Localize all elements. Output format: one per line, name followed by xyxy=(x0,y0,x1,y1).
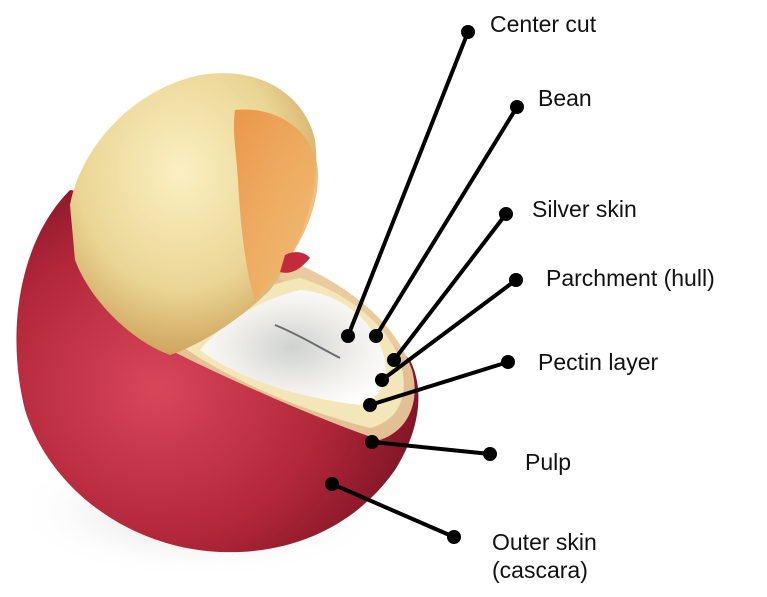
dot-parchment-end xyxy=(509,273,523,287)
dot-parchment-start xyxy=(375,373,389,387)
label-pectin-layer: Pectin layer xyxy=(538,348,658,376)
dot-silver-skin-start xyxy=(387,353,401,367)
leader-center-cut xyxy=(348,32,468,336)
dot-pectin-end xyxy=(501,355,515,369)
label-silver-skin: Silver skin xyxy=(532,195,637,223)
label-center-cut: Center cut xyxy=(490,10,596,38)
dot-outer-skin-end xyxy=(447,530,461,544)
dot-outer-skin-start xyxy=(325,477,339,491)
dot-bean-end xyxy=(510,100,524,114)
dot-silver-skin-end xyxy=(499,207,513,221)
label-bean: Bean xyxy=(538,84,592,112)
dot-center-cut-start xyxy=(341,329,355,343)
leader-bean xyxy=(376,107,517,336)
label-parchment: Parchment (hull) xyxy=(546,264,715,292)
label-pulp: Pulp xyxy=(525,448,571,476)
dot-pulp-end xyxy=(483,447,497,461)
dot-center-cut-end xyxy=(461,25,475,39)
label-outer-skin-line2: (cascara) xyxy=(492,556,597,584)
dot-pectin-start xyxy=(363,398,377,412)
label-outer-skin-line1: Outer skin xyxy=(492,528,597,556)
leader-silver-skin xyxy=(394,214,506,360)
dot-bean-start xyxy=(369,329,383,343)
label-outer-skin: Outer skin (cascara) xyxy=(492,528,597,584)
dot-pulp-start xyxy=(365,435,379,449)
